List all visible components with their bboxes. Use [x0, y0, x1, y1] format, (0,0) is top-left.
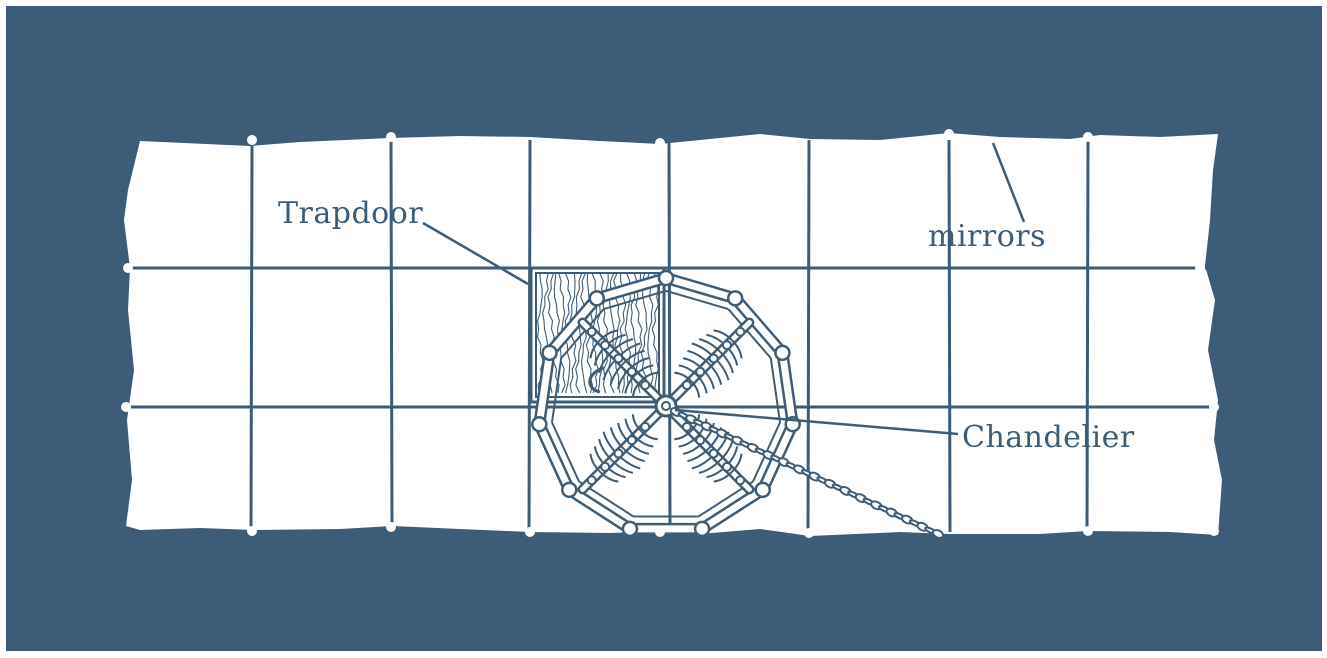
mirrors-label: mirrors [928, 219, 1046, 254]
bone-joint [756, 483, 770, 497]
bone-joint [590, 291, 604, 305]
edge-tack [1083, 526, 1093, 536]
edge-tack [1209, 402, 1219, 412]
bone-joint [728, 291, 742, 305]
edge-tack [655, 138, 665, 148]
bone-joint [775, 346, 789, 360]
vertebra [696, 368, 704, 376]
vertebra [601, 463, 609, 471]
vertebra [683, 423, 691, 431]
bone-joint [659, 271, 673, 285]
vertebra [601, 341, 609, 349]
vertebra [588, 476, 596, 484]
edge-tack [1195, 263, 1205, 273]
vertebra [723, 463, 731, 471]
grid-column-line [1087, 140, 1088, 532]
bone-joint [562, 483, 576, 497]
edge-tack [1083, 132, 1093, 142]
vertebra [736, 328, 744, 336]
vertebra [641, 381, 649, 389]
edge-tack [655, 527, 665, 537]
edge-tack [386, 132, 396, 142]
chandelier-label: Chandelier [962, 420, 1135, 455]
edge-tack [804, 528, 814, 538]
edge-tack [247, 135, 257, 145]
vertebra [683, 381, 691, 389]
vertebra [614, 450, 622, 458]
vertebra [723, 341, 731, 349]
bone-joint [695, 522, 709, 536]
vertebra [641, 423, 649, 431]
vertebra [628, 368, 636, 376]
bone-joint [543, 346, 557, 360]
edge-tack [123, 263, 133, 273]
bone-joint [532, 417, 546, 431]
vertebra [736, 476, 744, 484]
edge-tack [386, 522, 396, 532]
vertebra [710, 450, 718, 458]
edge-tack [1209, 526, 1219, 536]
edge-tack [944, 129, 954, 139]
vertebra [710, 354, 718, 362]
edge-tack [247, 526, 257, 536]
grid-column-line [251, 140, 252, 532]
vertebra [588, 328, 596, 336]
vertebra [614, 354, 622, 362]
vertebra [628, 436, 636, 444]
bone-joint [623, 522, 637, 536]
edge-tack [525, 527, 535, 537]
trapdoor-label: Trapdoor [278, 196, 423, 231]
vertebra [696, 436, 704, 444]
grid-column-line [669, 140, 670, 532]
edge-tack [121, 402, 131, 412]
grid-column-line [949, 140, 950, 532]
parchment-sheet [124, 133, 1222, 536]
